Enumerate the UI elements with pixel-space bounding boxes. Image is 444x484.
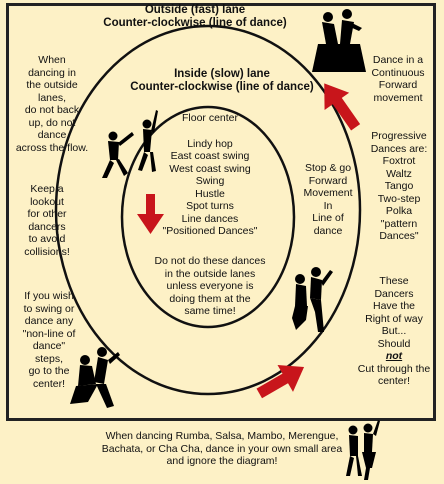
note-line: to avoid [28,233,66,245]
inner-lane-oval [120,105,296,329]
stop-go-line: Forward [308,174,348,187]
swing-center-note: If you wish to swing or dance any "non-l… [6,290,92,390]
center-dance-item: West coast swing [169,162,251,175]
note-line: dance any [24,315,74,327]
note-line: Dancers [374,287,414,300]
stop-go-line: Movement [303,187,353,199]
tango-couple-bottom-left-icon [70,347,120,408]
note-line: center! [32,377,66,390]
note-line: center! [377,375,411,387]
note-line: Tango [384,180,414,192]
note-line: Should [377,337,411,350]
outer-lane-title-line2: Counter-clockwise (line of dance) [103,17,287,29]
center-warning-line: in the outside lanes [164,267,256,280]
latin-couple-right-icon [292,267,333,332]
inner-lane-title-line2: Counter-clockwise (line of dance) [130,81,314,93]
note-line: dancing in [28,66,76,79]
note-line: Dances are: [370,142,428,155]
note-line: steps, [34,352,63,365]
ballroom-couple-top-right-icon [312,9,366,72]
center-warning-line: same time! [184,305,236,317]
arrow-inner-down-icon [137,194,164,234]
footer-line: Bachata, or Cha Cha, dance in your own s… [101,442,343,455]
note-line: Have the [372,300,416,312]
note-line: for other [27,208,67,220]
center-warning-line: Do not do these dances [154,255,266,267]
footer-line: When dancing Rumba, Salsa, Mambo, Mereng… [105,430,339,442]
note-line: Two-step [377,192,421,205]
note-line: dance [37,129,67,141]
note-line: Waltz [386,167,412,180]
note-line: But... [381,325,407,337]
stop-go-line: Line of [312,212,344,224]
center-dance-item: Line dances [181,212,239,225]
right-of-way-note: These Dancers Have the Right of way But.… [352,275,436,388]
outer-lane-title-line1: Outside (fast) lane [144,4,246,16]
note-line: Dances" [379,230,419,242]
swing-couple-left-icon [102,110,158,178]
dancing-couple-bottom-right-icon [346,420,380,480]
note-line: do not back [24,104,80,116]
center-dance-item: Swing [195,175,225,187]
note-line: Right of way [365,312,423,325]
note-line: Foxtrot [382,155,416,167]
note-line: up, do not [28,116,76,129]
note-line: lookout [30,195,64,208]
stop-and-go-text: Stop & go Forward Movement In Line of da… [296,162,360,237]
outer-lane-oval [54,24,362,396]
center-dance-item: Spot turns [186,200,234,212]
note-line: dancers [28,220,66,233]
center-warning-line: unless everyone is [166,280,254,292]
center-dance-item: "Positioned Dances" [162,225,258,237]
note-line: the outside [26,79,78,91]
note-line: If you wish [24,290,74,302]
note-line: lanes, [37,91,67,104]
note-line: Progressive [371,130,427,142]
latin-dances-footer: When dancing Rumba, Salsa, Mambo, Mereng… [98,430,346,468]
floor-center-text: Floor center Lindy hop East coast swing … [150,112,270,238]
note-line: "pattern [380,217,418,230]
floor-center-title: Floor center [181,112,239,124]
note-line: "non-line of dance" [22,327,76,353]
note-line: These [379,275,409,287]
stop-go-line: dance [313,224,343,237]
no-backup-note: When dancing in the outside lanes, do no… [8,54,96,154]
note-line: to swing or [23,302,75,315]
center-warning-line: doing them at the [169,292,251,305]
note-line: Cut through the [357,362,431,375]
progressive-dances-note: Progressive Dances are: Foxtrot Waltz Ta… [364,130,434,243]
stop-go-line: In [323,199,333,212]
arrow-outer-upper-right-icon [324,83,361,131]
note-line: Forward [378,79,418,91]
continuous-forward-note: Dance in a Continuous Forward movement [362,54,434,104]
note-line: Keep a [30,183,64,195]
note-line: Continuous [371,66,425,79]
dance-floor-frame [6,3,436,421]
center-warning-text: Do not do these dances in the outside la… [142,255,278,318]
center-dance-item: East coast swing [170,150,250,162]
inner-lane-title-line1: Inside (slow) lane [174,68,270,80]
arrow-outer-bottom-right-icon [256,365,305,399]
not-emphasis: not [385,350,403,362]
note-line: across the flow. [15,141,89,154]
stop-go-line: Stop & go [304,162,352,174]
center-dance-item: Hustle [195,187,225,200]
note-line: Polka [385,205,413,217]
note-line: When [38,54,66,66]
center-dance-item: Lindy hop [187,137,233,150]
footer-line: and ignore the diagram! [166,455,278,467]
note-line: collisions! [24,245,70,258]
note-line: Dance in a [372,54,424,66]
note-line: movement [373,91,423,104]
lookout-note: Keep a lookout for other dancers to avoi… [10,183,84,258]
inner-lane-title: Inside (slow) lane Counter-clockwise (li… [112,68,332,94]
outer-lane-title: Outside (fast) lane Counter-clockwise (l… [60,4,330,30]
note-line: go to the [28,365,70,377]
